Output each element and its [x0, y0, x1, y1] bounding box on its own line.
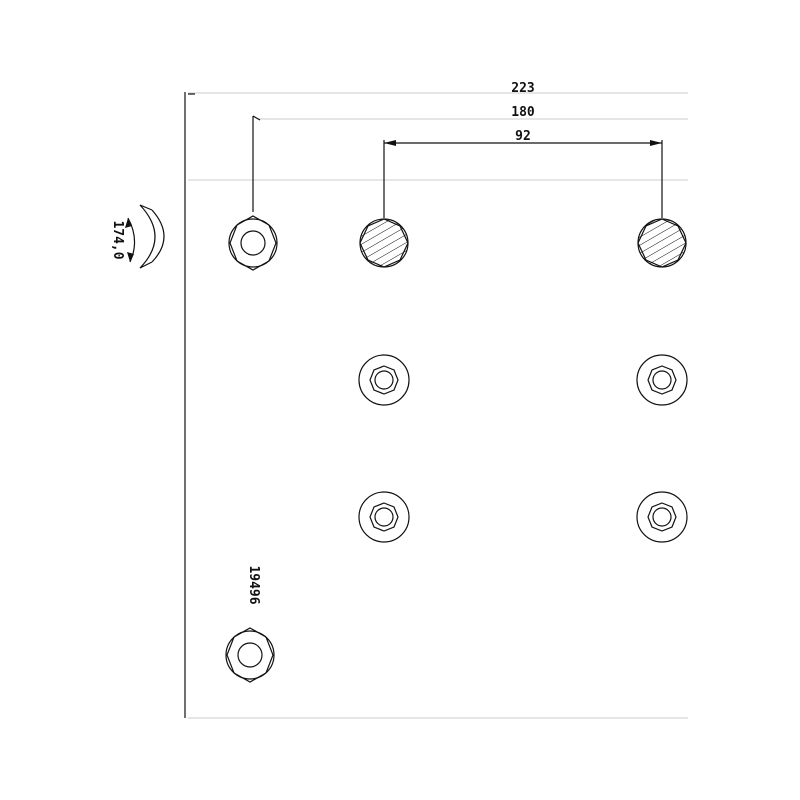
- hole-hatched-1: [359, 218, 409, 268]
- arc-radius-label: 174,0: [110, 220, 125, 259]
- dimension-180-arrow: [252, 115, 261, 121]
- dimension-223: 223: [511, 81, 534, 96]
- dimension-180: 180: [252, 105, 688, 212]
- hole-top-left: [228, 215, 278, 271]
- hole-hatched-2: [637, 218, 687, 268]
- part-number-label: 19496: [246, 565, 261, 604]
- dimension-92-arrow-right: [650, 140, 662, 146]
- hole-row3-left: [358, 491, 410, 543]
- dimension-180-label: 180: [511, 105, 535, 120]
- hole-row3-right: [636, 491, 688, 543]
- hole-row2-left: [358, 354, 410, 406]
- arc-radius-indicator: 174,0: [110, 204, 165, 269]
- arc-outer: [139, 204, 156, 269]
- hole-row2-right: [636, 354, 688, 406]
- arc-inner: [151, 209, 165, 263]
- dimension-92: 92: [383, 129, 663, 218]
- hole-bottom-left: [225, 627, 275, 683]
- dimension-92-label: 92: [515, 129, 531, 144]
- dimension-92-arrow-left: [384, 140, 396, 146]
- part-outline: [184, 92, 688, 719]
- dimension-223-label: 223: [511, 81, 534, 96]
